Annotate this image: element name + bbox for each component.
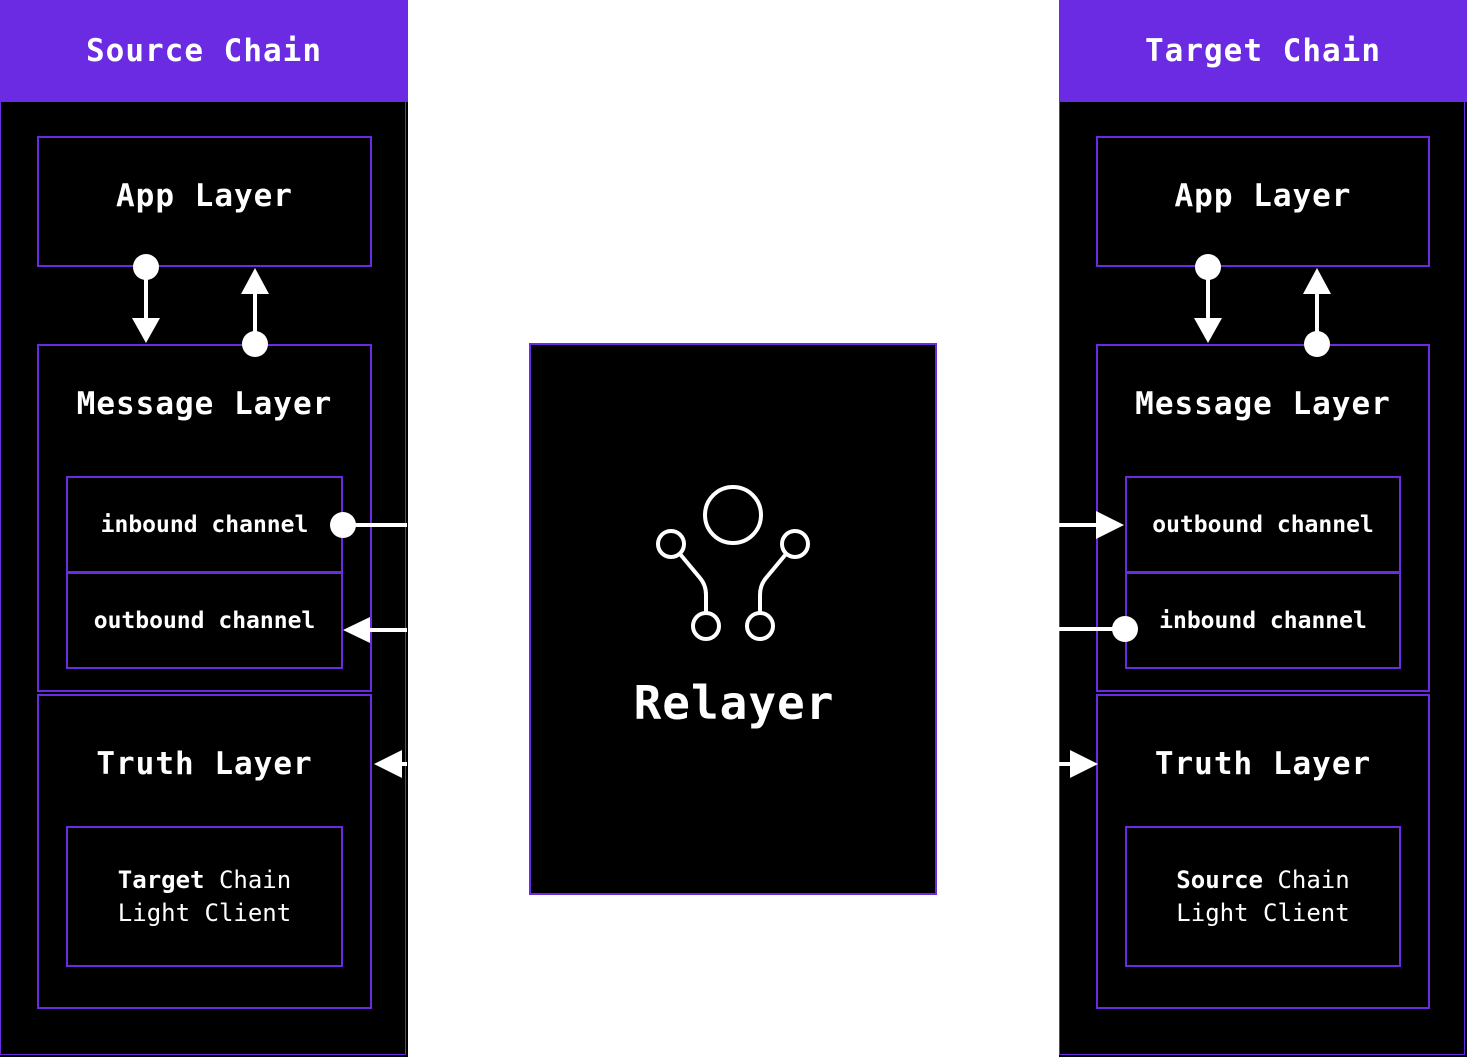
source-message-layer-title: Message Layer [76,386,333,422]
source-light-client-bold: Target [117,865,205,894]
target-outbound-channel: outbound channel [1125,476,1401,573]
target-truth-connector [1059,750,1098,778]
source-light-client-word: Chain [218,865,292,894]
source-app-layer-title: App Layer [116,178,293,214]
source-truth-layer-title: Truth Layer [96,746,313,782]
source-chain-header: Source Chain [0,0,408,102]
target-message-layer-title: Message Layer [1135,386,1391,422]
source-light-client-line2: Light Client [117,898,292,927]
source-inbound-connector [330,512,407,538]
target-app-layer: App Layer [1096,136,1430,267]
source-truth-connector [374,750,407,778]
source-outbound-connector [343,617,407,643]
source-message-layer: Message Layer [37,344,372,692]
target-light-client-bold: Source [1176,865,1263,894]
relayer-box [529,343,937,895]
target-message-to-app-arrow [1303,268,1331,357]
target-light-client-line2: Light Client [1176,898,1350,927]
relayer-label: Relayer [633,676,835,730]
target-chain-header: Target Chain [1059,0,1467,102]
source-truth-layer: Truth Layer [37,694,372,1009]
source-light-client: Target Chain Light Client [66,826,343,967]
source-outbound-channel: outbound channel [66,572,343,669]
target-light-client-line1: Source Chain [1176,864,1349,897]
target-light-client-word: Chain [1277,865,1350,894]
source-app-to-message-arrow [132,254,160,343]
relayer-network-icon [656,485,810,641]
source-light-client-line1: Target Chain [118,864,291,897]
source-chain-frame [0,102,406,1055]
target-app-layer-title: App Layer [1174,178,1352,214]
source-message-to-app-arrow [241,268,269,357]
target-chain-panel: Target Chain App Layer Message Layer out… [1059,0,1467,1057]
target-chain-frame [1059,102,1465,1055]
target-outbound-connector [1059,511,1124,539]
target-inbound-connector [1059,616,1138,642]
target-truth-layer: Truth Layer [1096,694,1430,1009]
target-app-to-message-arrow [1194,254,1222,343]
target-truth-layer-title: Truth Layer [1154,746,1372,782]
source-app-layer: App Layer [37,136,372,267]
target-light-client: Source Chain Light Client [1125,826,1401,967]
